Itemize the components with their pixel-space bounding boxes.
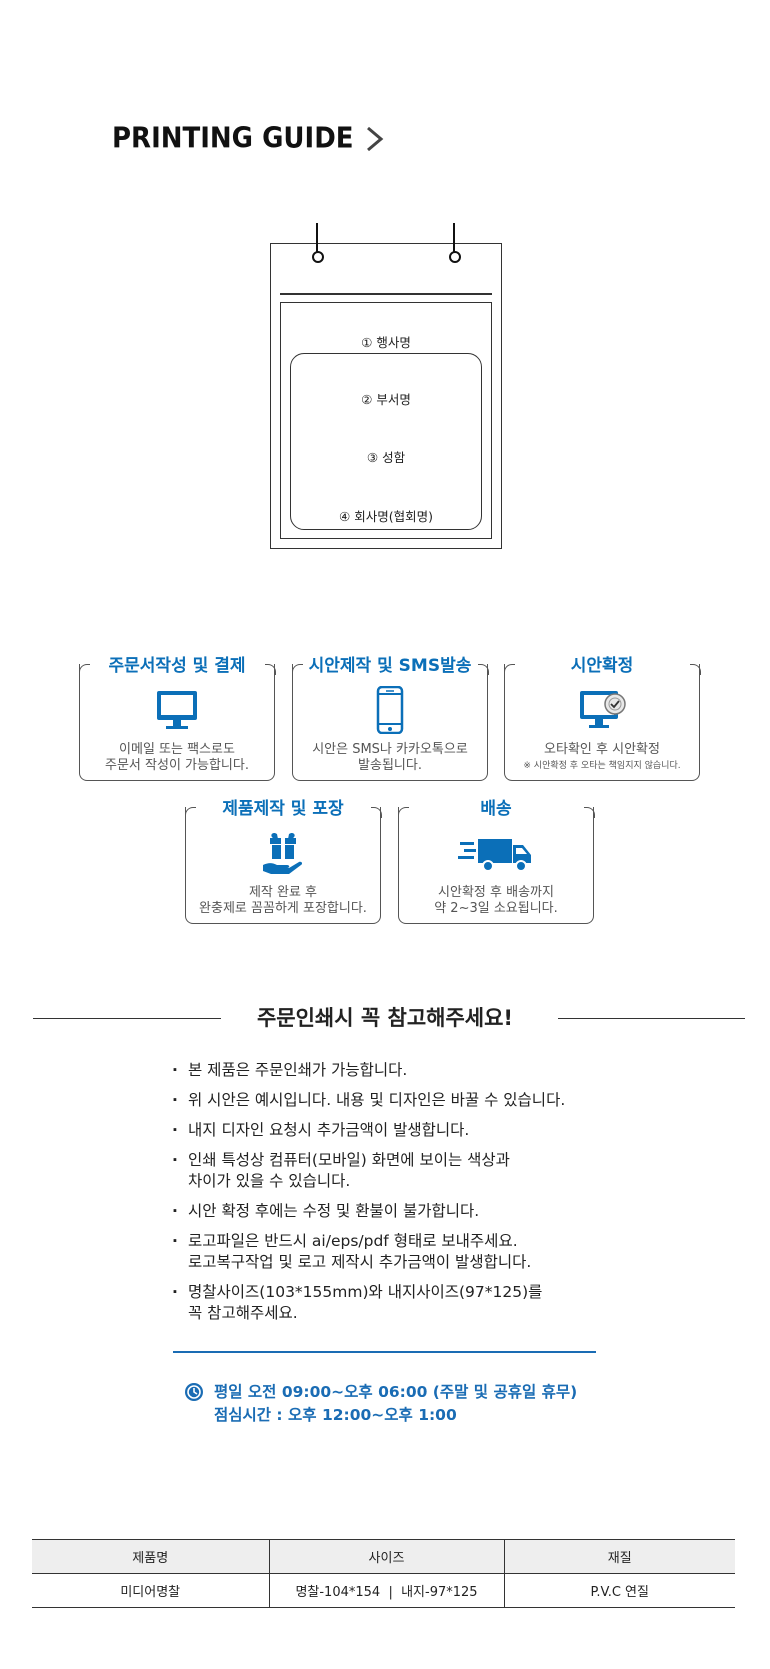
gift-hand-icon xyxy=(263,832,303,874)
list-item: 내지 디자인 요청시 추가금액이 발생합니다. xyxy=(170,1120,565,1141)
step-packing: 제품제작 및 포장 제작 완료 후 완충제로 꼼꼼하게 포장합니다. xyxy=(184,799,382,924)
step-desc-line: 이메일 또는 팩스로도 xyxy=(119,742,235,757)
list-item: 시안 확정 후에는 수정 및 환불이 불가합니다. xyxy=(170,1201,565,1222)
smartphone-icon xyxy=(376,686,404,734)
notice-rule-right xyxy=(558,1018,745,1019)
monitor-icon xyxy=(157,691,197,729)
list-item: 명찰사이즈(103*155mm)와 내지사이즈(97*125)를꼭 참고해주세요… xyxy=(170,1282,565,1324)
list-item: 로고파일은 반드시 ai/eps/pdf 형태로 보내주세요.로고복구작업 및 … xyxy=(170,1231,565,1273)
hours-lunch: 점심시간 : 오후 12:00~오후 1:00 xyxy=(214,1406,457,1424)
step-title: 주문서작성 및 결제 xyxy=(102,656,252,676)
header-product: 제품명 xyxy=(32,1539,269,1574)
step-delivery: 배송 시안확정 후 배송까지 약 2~3일 소요됩니다. xyxy=(397,799,595,924)
step-confirm: 시안확정 오타확인 후 시안확정 ※ 시안확정 후 오타는 책임지지 않습니다. xyxy=(503,656,701,781)
step-desc-line: 오타확인 후 시안확정 xyxy=(544,742,660,757)
cell-material: P.V.C 연질 xyxy=(503,1573,735,1608)
divider xyxy=(280,293,492,295)
step-desc-line: 주문서 작성이 가능합니다. xyxy=(105,758,249,773)
step-desc-line: 제작 완료 후 xyxy=(248,885,318,900)
ring-left xyxy=(312,223,324,263)
step-desc-line: 약 2~3일 소요됩니다. xyxy=(434,901,558,916)
nametag-illustration: ① 행사명 ② 부서명 ③ 성함 ④ 회사명(협회명) xyxy=(270,223,502,549)
truck-icon xyxy=(458,839,531,872)
list-item: 위 시안은 예시입니다. 내용 및 디자인은 바꿀 수 있습니다. xyxy=(170,1090,565,1111)
step-title: 시안제작 및 SMS발송 xyxy=(302,656,478,676)
step-note: ※ 시안확정 후 오타는 책임지지 않습니다. xyxy=(523,761,681,771)
spec-table: 제품명 사이즈 재질 미디어명찰 명찰-104*154 | 내지-97*125 … xyxy=(32,1539,735,1608)
table-row: 미디어명찰 명찰-104*154 | 내지-97*125 P.V.C 연질 xyxy=(32,1573,735,1608)
chevron-right-icon xyxy=(366,126,383,152)
notice-list: 본 제품은 주문인쇄가 가능합니다. 위 시안은 예시입니다. 내용 및 디자인… xyxy=(170,1060,565,1333)
step-title: 시안확정 xyxy=(564,656,640,676)
header-size: 사이즈 xyxy=(268,1539,504,1574)
label-company: ④ 회사명(협회명) xyxy=(339,509,433,524)
label-event-name: ① 행사명 xyxy=(361,335,411,350)
cell-size: 명찰-104*154 | 내지-97*125 xyxy=(268,1573,504,1608)
label-name: ③ 성함 xyxy=(366,450,406,465)
guide-title: PRINTING GUIDE xyxy=(112,122,354,156)
ring-right xyxy=(449,223,461,263)
label-department: ② 부서명 xyxy=(361,392,411,407)
list-item: 본 제품은 주문인쇄가 가능합니다. xyxy=(170,1060,565,1081)
notice-rule-left xyxy=(33,1018,221,1019)
step-draft: 시안제작 및 SMS발송 시안은 SMS나 카카오톡으로 발송됩니다. xyxy=(291,656,489,781)
header-material: 재질 xyxy=(503,1539,735,1574)
business-hours: 평일 오전 09:00~오후 06:00 (주말 및 공휴일 휴무) 점심시간 … xyxy=(184,1381,577,1427)
step-title: 배송 xyxy=(474,799,518,819)
step-order: 주문서작성 및 결제 이메일 또는 팩스로도 주문서 작성이 가능합니다. xyxy=(78,656,276,781)
table-header-row: 제품명 사이즈 재질 xyxy=(32,1539,735,1574)
notice-divider xyxy=(173,1351,596,1353)
step-desc-line: 시안확정 후 배송까지 xyxy=(438,885,554,900)
clock-icon xyxy=(185,1383,203,1401)
step-title: 제품제작 및 포장 xyxy=(216,799,350,819)
cell-product: 미디어명찰 xyxy=(32,1573,269,1608)
notice-title: 주문인쇄시 꼭 참고해주세요! xyxy=(256,1006,514,1030)
nametag-insert xyxy=(280,302,492,539)
hours-weekday: 평일 오전 09:00~오후 06:00 (주말 및 공휴일 휴무) xyxy=(214,1383,578,1401)
monitor-confirm-icon xyxy=(580,691,626,728)
step-desc-line: 완충제로 꼼꼼하게 포장합니다. xyxy=(199,901,367,916)
step-desc-line: 시안은 SMS나 카카오톡으로 xyxy=(312,742,468,757)
nametag-inner-frame xyxy=(290,353,482,530)
guide-header: PRINTING GUIDE xyxy=(112,122,386,156)
step-desc-line: 발송됩니다. xyxy=(358,758,422,773)
